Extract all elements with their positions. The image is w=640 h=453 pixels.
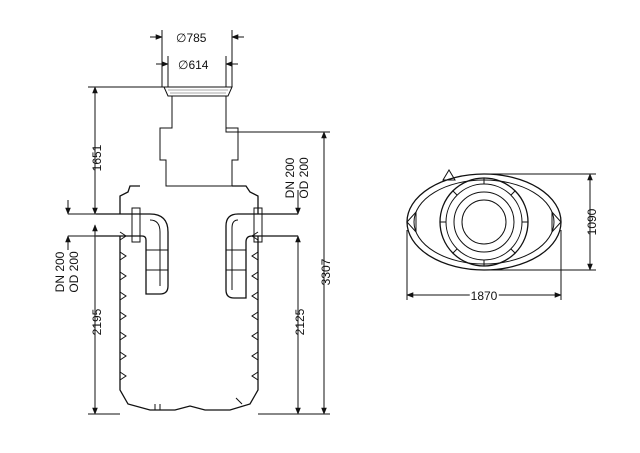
dim-label-plan-length: 1870 [471, 289, 498, 303]
dim-plan-width: 1090 [484, 173, 599, 271]
dim-label-upper-height: 1651 [90, 144, 104, 171]
dim-label-right-outlet-height: 2125 [293, 308, 307, 335]
dim-total-height: 3307 [232, 131, 333, 415]
dim-label-top-outer: ∅785 [176, 31, 207, 45]
top-nozzle [442, 169, 456, 181]
left-lug [406, 210, 417, 234]
dim-right-outlet-height: 2125 [258, 236, 307, 415]
plan-view: 1090 1870 [406, 169, 599, 305]
dim-plan-length: 1870 [406, 230, 562, 305]
dim-label-left-dn: DN 200 [53, 251, 67, 292]
dim-right-pipe: DN 200 OD 200 [283, 157, 311, 258]
side-elevation: ∅785 ∅614 1651 DN 200 OD 200 2195 [53, 30, 333, 415]
dim-left-pipe: DN 200 OD 200 [53, 200, 96, 293]
dim-upper-height: 1651 [88, 86, 164, 215]
outlet-pipe [225, 207, 298, 299]
dim-top-inner: ∅614 [156, 56, 238, 87]
dim-label-left-od: OD 200 [67, 251, 81, 293]
riser-neck [159, 86, 252, 187]
dim-label-total-height: 3307 [319, 258, 333, 285]
dim-label-plan-width: 1090 [585, 208, 599, 235]
dim-top-outer: ∅785 [150, 30, 244, 87]
inlet-pipe [96, 207, 169, 295]
dim-left-inlet-height: 2195 [88, 224, 120, 415]
dim-label-left-inlet-height: 2195 [90, 308, 104, 335]
dim-label-top-inner: ∅614 [178, 58, 209, 72]
dim-label-right-dn: DN 200 [283, 157, 297, 198]
right-lug [551, 210, 562, 234]
dim-label-right-od: OD 200 [297, 157, 311, 199]
